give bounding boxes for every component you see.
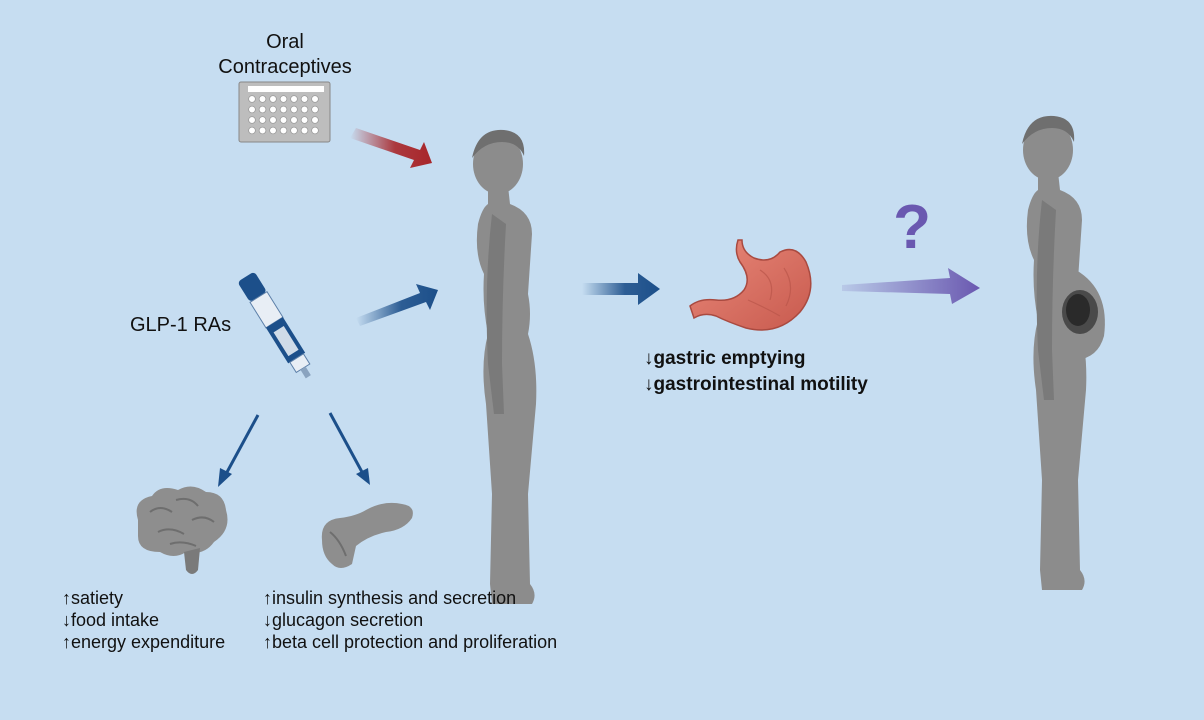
pill-dot [290, 95, 298, 103]
brain-effect-item: ↑satiety [62, 588, 124, 608]
pill-dot [300, 126, 309, 135]
question-mark: ? [893, 193, 931, 262]
pill-dot [279, 105, 288, 114]
woman-figure [472, 129, 537, 604]
pancreas-icon [321, 502, 413, 568]
glp1-pen-injector-icon [238, 272, 311, 379]
pill-dot [248, 105, 256, 114]
pill-dot [279, 116, 288, 124]
arrow-woman-to-stomach [582, 273, 660, 305]
glp1-label: GLP-1 RAs [130, 314, 232, 336]
pill-dot [258, 95, 267, 103]
gastric-effect-item: ↓gastrointestinal motility [644, 374, 868, 395]
pill-dot [290, 105, 298, 114]
pill-dot [290, 126, 298, 135]
pill-dot [300, 116, 309, 124]
pill-dot [248, 116, 256, 124]
gastric-effect-item: ↓gastric emptying [644, 348, 806, 369]
pill-dot [300, 105, 309, 114]
pancreas-effect-item: ↓glucagon secretion [263, 610, 424, 630]
pill-dot [248, 95, 256, 103]
arrow-contraceptives-to-woman [350, 128, 432, 168]
pregnant-woman-figure [1022, 115, 1105, 590]
pancreas-effects-list: ↑insulin synthesis and secretion ↓glucag… [263, 587, 557, 653]
pill-dot [311, 95, 319, 103]
fetus-icon [1062, 290, 1098, 334]
pill-dot [258, 105, 267, 114]
pancreas-effect-item: ↑beta cell protection and proliferation [263, 632, 558, 652]
pill-dot [269, 105, 277, 114]
arrow-glp1-to-brain [218, 414, 260, 487]
pill-dot [279, 95, 288, 103]
pill-dot [279, 126, 288, 135]
brain-effect-item: ↑energy expenditure [62, 632, 226, 652]
oral-label-line2: Contraceptives [218, 56, 352, 78]
pill-dot [300, 95, 309, 103]
contraceptive-pill-pack-icon [238, 81, 331, 143]
pill-dot [258, 116, 267, 124]
pill-dot [290, 116, 298, 124]
arrow-glp1-to-pancreas [328, 412, 370, 485]
oral-label-line1: Oral [266, 31, 304, 53]
arrow-glp1-to-woman [356, 284, 438, 326]
brain-icon [136, 486, 228, 574]
brain-effects-list: ↑satiety ↓food intake ↑energy expenditur… [62, 587, 225, 653]
pill-dot [269, 116, 277, 124]
pill-dot [311, 116, 319, 124]
arrow-stomach-to-pregnancy [842, 268, 980, 304]
pill-dot [248, 126, 256, 135]
pill-dot [269, 126, 277, 135]
pill-dot [311, 105, 319, 114]
pill-dot [258, 126, 267, 135]
pancreas-effect-item: ↑insulin synthesis and secretion [263, 588, 517, 608]
pill-dot [269, 95, 277, 103]
brain-effect-item: ↓food intake [62, 610, 160, 630]
pill-dot [311, 126, 319, 135]
oral-contraceptives-label: Oral Contraceptives [180, 30, 390, 80]
gastric-effects-list: ↓gastric emptying ↓gastrointestinal moti… [644, 346, 868, 398]
stomach-icon [689, 239, 812, 331]
